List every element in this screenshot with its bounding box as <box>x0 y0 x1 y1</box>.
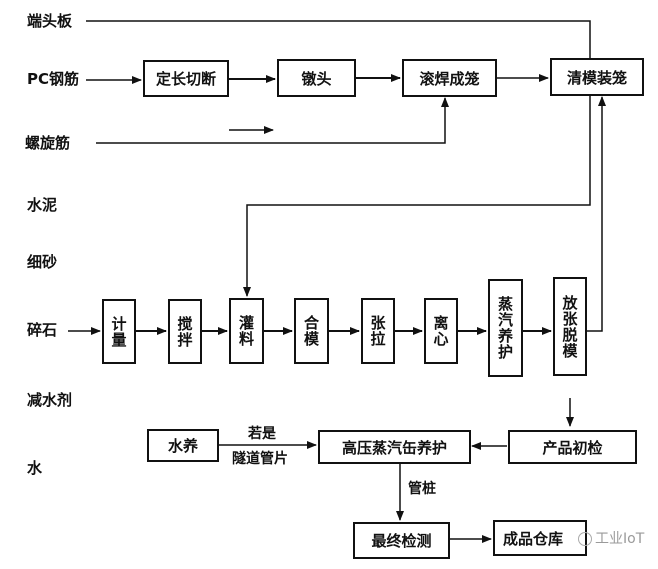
spiral-bar-connector <box>96 97 449 144</box>
step-pouring: 灌料 <box>229 298 264 364</box>
annotation-if: 若是 <box>248 426 276 442</box>
step-clean-mold-load-cage: 清模装笼 <box>550 58 644 96</box>
step-label: 水养 <box>167 437 198 455</box>
step-label: 镦头 <box>301 69 332 88</box>
step-label: 离心 <box>431 315 450 347</box>
step-heading: 镦头 <box>277 59 356 97</box>
end-plate-connector <box>86 20 591 58</box>
step-label: 放张脱模 <box>560 294 579 359</box>
input-gravel: 碎石 <box>27 321 58 339</box>
demold-to-clean-connector <box>587 96 606 332</box>
input-spiral-bar: 螺旋筋 <box>25 134 71 152</box>
annotation-tunnel-segment: 隧道管片 <box>232 451 288 467</box>
watermark-text: 工业IoT <box>595 531 645 547</box>
annotation-pipe-pile: 管桩 <box>408 481 436 497</box>
step-label: 清模装笼 <box>566 68 627 87</box>
step-finished-warehouse: 成品仓库 <box>493 520 587 556</box>
step-label: 张拉 <box>368 315 387 347</box>
step-cut-to-length: 定长切断 <box>143 60 229 97</box>
step-label: 蒸汽养护 <box>496 296 514 360</box>
clean-to-pour-connector <box>243 95 591 297</box>
step-centrifuging: 离心 <box>424 298 458 364</box>
input-end-plate: 端头板 <box>27 12 73 30</box>
step-tensioning: 张拉 <box>361 298 395 364</box>
step-initial-inspection: 产品初检 <box>508 430 637 464</box>
step-roll-weld-cage: 滚焊成笼 <box>402 59 497 97</box>
step-final-inspection: 最终检测 <box>353 522 450 559</box>
step-label: 高压蒸汽缶养护 <box>341 438 447 457</box>
input-water: 水 <box>27 459 43 477</box>
step-mixing: 搅拌 <box>168 299 202 364</box>
input-pc-steel: PC钢筋 <box>27 70 80 88</box>
step-label: 灌料 <box>237 315 255 347</box>
step-water-curing: 水养 <box>147 429 219 462</box>
watermark-logo-icon <box>578 532 592 546</box>
step-autoclave-curing: 高压蒸汽缶养护 <box>318 430 471 464</box>
step-label: 搅拌 <box>175 315 194 348</box>
step-metering: 计量 <box>102 299 136 364</box>
step-label: 最终检测 <box>371 532 432 550</box>
step-mold-closing: 合模 <box>294 298 329 364</box>
step-label: 计量 <box>109 315 128 348</box>
step-label: 定长切断 <box>155 70 216 88</box>
step-label: 滚焊成笼 <box>419 69 480 88</box>
step-label: 产品初检 <box>542 438 603 457</box>
step-label: 合模 <box>302 315 320 347</box>
input-cement: 水泥 <box>27 196 58 214</box>
step-label: 成品仓库 <box>503 529 564 548</box>
step-steam-curing: 蒸汽养护 <box>488 279 523 377</box>
input-water-reducer: 减水剂 <box>27 391 73 409</box>
step-release-demold: 放张脱模 <box>553 277 587 376</box>
watermark: 工业IoT <box>578 532 644 546</box>
input-fine-sand: 细砂 <box>27 253 58 271</box>
